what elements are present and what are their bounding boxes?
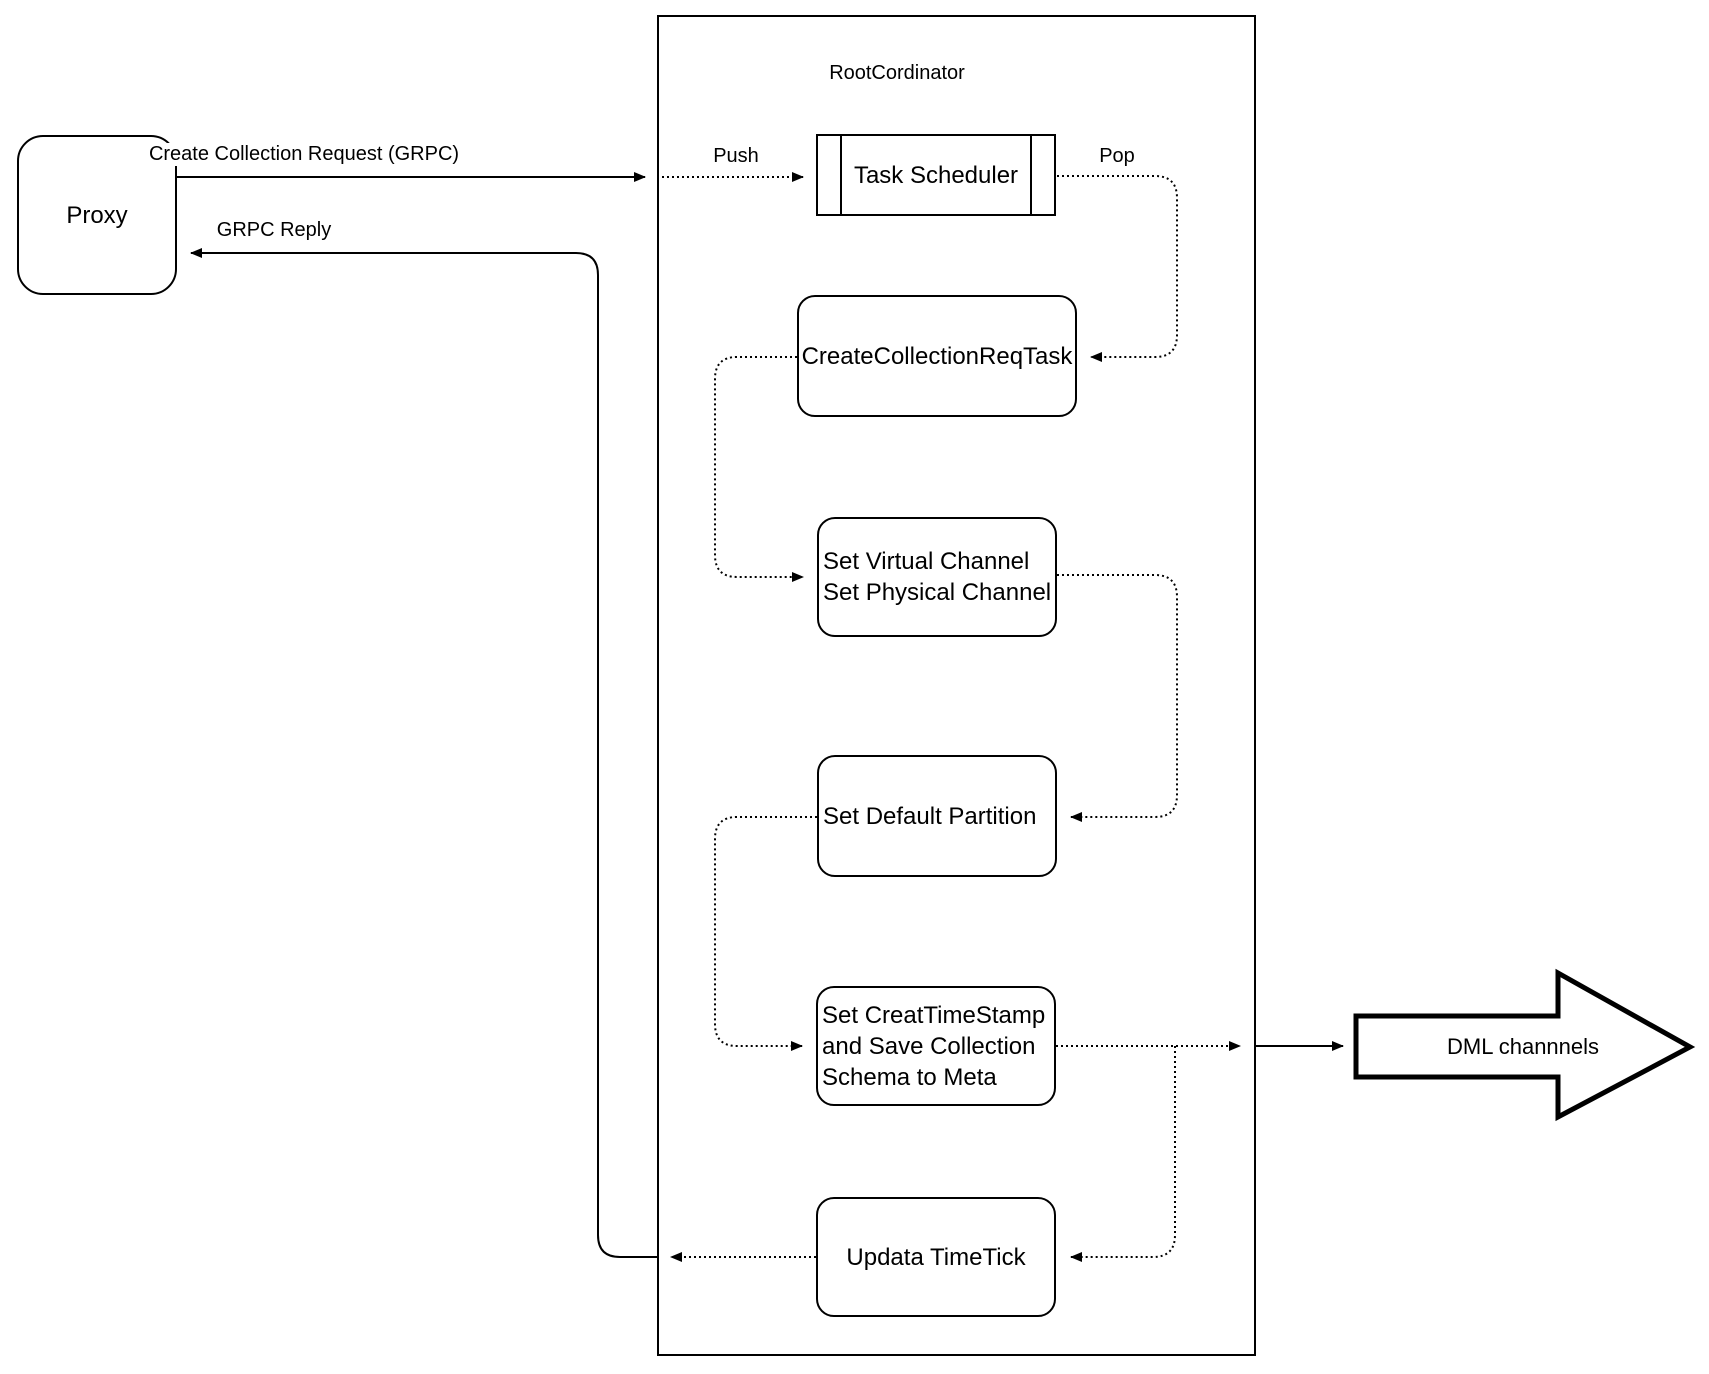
edge-grpc-reply [190,248,657,1258]
edge-pop [1057,175,1178,362]
create-collection-req-task-node: CreateCollectionReqTask [797,295,1077,417]
create-collection-request-label: Create Collection Request (GRPC) [144,143,464,166]
set-timestamp-label: Set CreatTimeStamp and Save Collection S… [822,1001,1046,1091]
edge-timestamp-to-timetick [1070,1046,1176,1262]
set-timestamp-node: Set CreatTimeStamp and Save Collection S… [816,986,1056,1106]
update-timetick-label: Updata TimeTick [846,1243,1026,1271]
grpc-reply-label: GRPC Reply [212,219,336,242]
task-scheduler-label: Task Scheduler [853,161,1019,189]
edge-channels-to-partition [1057,574,1178,822]
pop-label: Pop [1095,145,1139,168]
rootcoordinator-container [657,15,1256,1356]
rootcoordinator-title: RootCordinator [829,62,965,84]
dml-channels-arrow-shape [1353,968,1696,1122]
set-default-partition-label: Set Default Partition [823,802,1037,830]
task-scheduler-right-bar [1030,136,1032,214]
set-channels-node: Set Virtual Channel Set Physical Channel [817,517,1057,637]
create-collection-req-task-label: CreateCollectionReqTask [801,342,1073,370]
set-default-partition-node: Set Default Partition [817,755,1057,877]
set-channels-label: Set Virtual Channel Set Physical Channel [823,548,1052,606]
push-label: Push [709,145,763,168]
update-timetick-node: Updata TimeTick [816,1197,1056,1317]
proxy-label: Proxy [66,201,128,229]
task-scheduler-node: Task Scheduler [816,134,1056,216]
task-scheduler-left-bar [840,136,842,214]
dml-channels-label: DML channnels [1446,1034,1600,1059]
